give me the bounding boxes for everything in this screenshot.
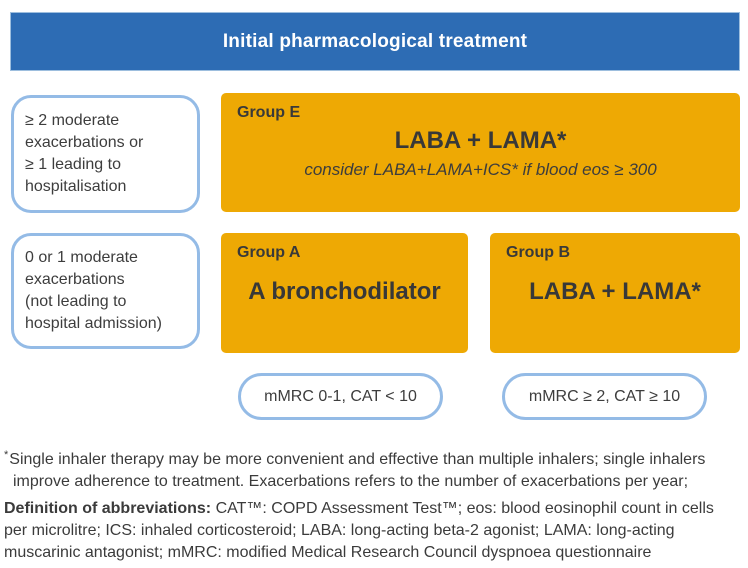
exacerbation-history-high-text: ≥ 2 moderate exacerbations or ≥ 1 leadin… xyxy=(25,110,143,198)
group-e-treatment: LABA + LAMA* xyxy=(394,127,567,154)
footnote-text: per microlitre; ICS: inhaled corticoster… xyxy=(4,522,675,539)
group-b-label: Group B xyxy=(506,244,570,261)
figure-title-bar: Initial pharmacological treatment xyxy=(10,12,740,71)
footnote-line: *Single inhaler therapy may be more conv… xyxy=(4,444,746,471)
exacerbation-history-high-box: ≥ 2 moderate exacerbations or ≥ 1 leadin… xyxy=(11,95,200,213)
risk-text-line: exacerbations xyxy=(25,271,125,288)
risk-text-line: 0 or 1 moderate xyxy=(25,249,138,266)
group-e-consider-note: consider LABA+LAMA+ICS* if blood eos ≥ 3… xyxy=(304,160,657,179)
symptom-score-pill-high: mMRC ≥ 2, CAT ≥ 10 xyxy=(502,373,707,420)
asterisk-marker: * xyxy=(4,449,9,461)
group-b-box: Group B LABA + LAMA* xyxy=(490,233,740,353)
risk-text-line: (not leading to xyxy=(25,293,127,310)
risk-text-line: ≥ 2 moderate xyxy=(25,112,120,129)
footnote-text: CAT™: COPD Assessment Test™; eos: blood … xyxy=(211,500,714,517)
footnote-line: improve adherence to treatment. Exacerba… xyxy=(13,471,746,493)
footnote-text: muscarinic antagonist; mMRC: modified Me… xyxy=(4,544,652,561)
risk-text-line: hospitalisation xyxy=(25,178,127,195)
footnote-line: Definition of abbreviations: CAT™: COPD … xyxy=(4,498,746,520)
figure-title: Initial pharmacological treatment xyxy=(222,30,528,52)
definitions-label: Definition of abbreviations: xyxy=(4,500,212,517)
group-e-box: Group E LABA + LAMA* consider LABA+LAMA+… xyxy=(221,93,740,212)
group-a-label: Group A xyxy=(237,244,301,261)
exacerbation-history-low-box: 0 or 1 moderate exacerbations (not leadi… xyxy=(11,233,200,349)
symptom-score-low-text: mMRC 0-1, CAT < 10 xyxy=(264,387,417,405)
group-a-box: Group A A bronchodilator xyxy=(221,233,468,353)
symptom-score-pill-low: mMRC 0-1, CAT < 10 xyxy=(238,373,443,420)
exacerbation-history-low-text: 0 or 1 moderate exacerbations (not leadi… xyxy=(25,247,162,335)
footnote-line: per microlitre; ICS: inhaled corticoster… xyxy=(4,520,746,542)
group-a-treatment: A bronchodilator xyxy=(248,278,441,305)
footnote-abbreviations: Definition of abbreviations: CAT™: COPD … xyxy=(4,498,746,564)
footnote-text: improve adherence to treatment. Exacerba… xyxy=(13,473,689,490)
footnote-single-inhaler: *Single inhaler therapy may be more conv… xyxy=(4,444,746,493)
risk-text-line: exacerbations or xyxy=(25,134,144,151)
footnote-text: Single inhaler therapy may be more conve… xyxy=(9,451,706,468)
risk-text-line: ≥ 1 leading to xyxy=(25,156,121,173)
footnote-line: muscarinic antagonist; mMRC: modified Me… xyxy=(4,542,746,564)
symptom-score-high-text: mMRC ≥ 2, CAT ≥ 10 xyxy=(528,387,681,405)
group-e-label: Group E xyxy=(237,104,301,121)
group-b-treatment: LABA + LAMA* xyxy=(529,278,701,305)
risk-text-line: hospital admission) xyxy=(25,315,162,332)
